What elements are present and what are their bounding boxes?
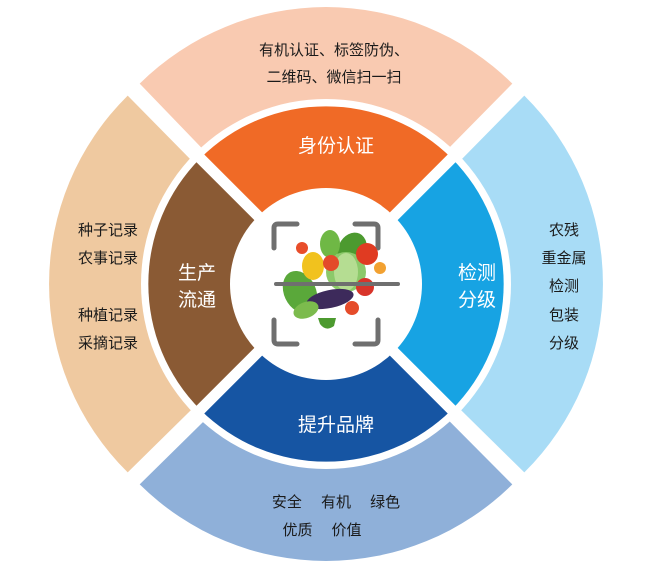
outer-right-item-5: 分级 [549,334,579,352]
inner-label-top: 身份认证 [298,135,374,157]
vegetables-illustration [282,230,386,329]
inner-label-right-line2: 分级 [458,289,496,311]
inner-label-bottom: 提升品牌 [298,414,374,436]
outer-right-item-2: 重金属 [541,249,586,267]
inner-label-left-line2: 流通 [178,289,216,311]
outer-left-item-4: 采摘记录 [78,334,138,352]
outer-left-item-1: 种子记录 [78,221,138,239]
outer-bottom-line2: 优质 价值 [282,521,361,539]
outer-right-item-3: 检测 [549,277,579,295]
outer-left-item-2: 农事记录 [78,249,138,267]
scan-frame-icon [271,221,381,347]
inner-label-right-line1: 检测 [458,262,496,284]
outer-right-item-1: 农残 [549,221,579,239]
outer-top-line2: 二维码、微信扫一扫 [266,68,401,86]
outer-bottom-line1: 安全 有机 绿色 [272,493,400,511]
outer-left-item-3: 种植记录 [78,306,138,324]
outer-top-line1: 有机认证、标签防伪、 [259,41,409,59]
inner-label-left-line1: 生产 [178,262,216,284]
outer-right-item-4: 包装 [549,306,579,324]
